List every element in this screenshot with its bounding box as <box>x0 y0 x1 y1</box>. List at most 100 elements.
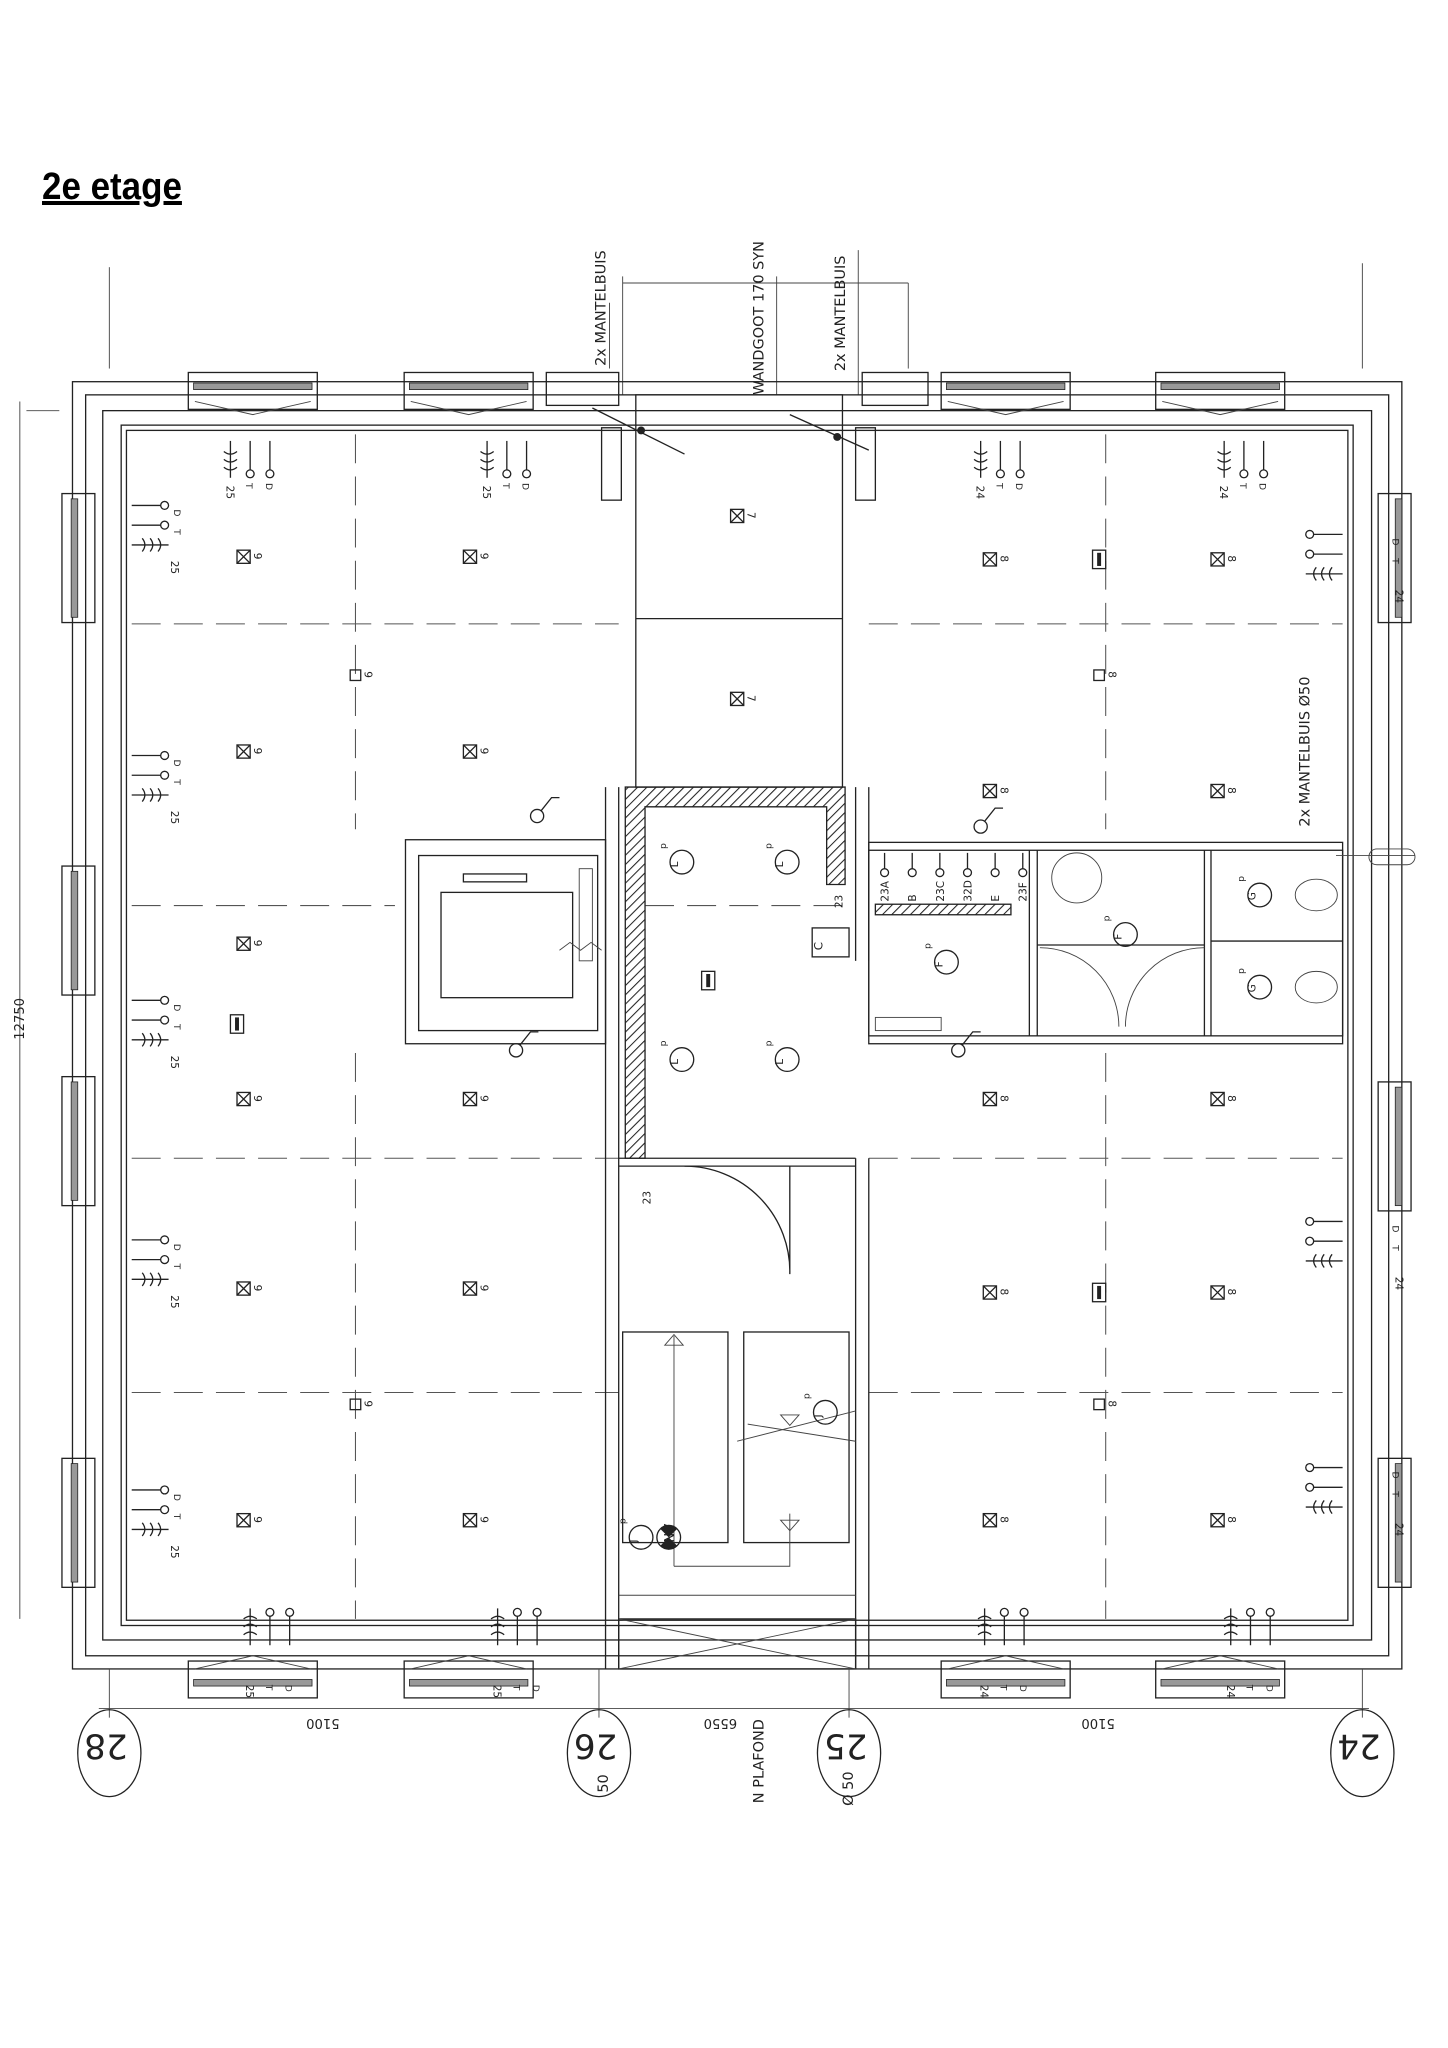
socket-icon <box>490 1608 505 1646</box>
window <box>61 1457 96 1588</box>
lamp-letter: L <box>669 1059 681 1065</box>
ceiling-light-icon: 9 <box>236 1512 263 1528</box>
ceiling-light-icon: 9 <box>236 744 263 759</box>
fixture-number: 9 <box>478 1285 490 1292</box>
outlet-group: 25 T D <box>131 1235 182 1309</box>
outlet-label: T <box>171 1513 182 1520</box>
socket-count: 24 <box>1217 486 1229 500</box>
junction-box-icon: 9 <box>349 1398 374 1411</box>
socket-count: 24 <box>1392 1523 1404 1537</box>
outlet-label: D <box>171 759 182 766</box>
kitchen-outlet-label: E <box>990 895 1002 902</box>
grid-axis-label: 25 <box>824 1726 868 1766</box>
socket-count: 25 <box>168 1295 180 1308</box>
fixture-number: 7 <box>745 695 757 702</box>
plafond-label: N PLAFOND <box>751 1719 767 1803</box>
light-switch-icon <box>529 796 560 824</box>
ceiling-light-icon: 9 <box>462 1512 490 1528</box>
window <box>940 1655 1071 1699</box>
window <box>61 492 96 624</box>
outlet-label: D <box>283 1685 294 1692</box>
shaft <box>545 371 929 788</box>
span-mid-dimension: 6550 <box>704 1715 737 1730</box>
outlet-label: T <box>1390 1490 1401 1497</box>
outlet-label: T <box>997 1684 1008 1691</box>
ceiling-light-icon: 8 <box>982 1285 1009 1300</box>
data-outlet-icon: D <box>131 995 182 1011</box>
wall-light-icon: Lp <box>763 1040 800 1073</box>
toilet-block <box>868 841 1416 1045</box>
fixture-number: 8 <box>997 1516 1009 1523</box>
outlet-label: D <box>171 1244 182 1251</box>
phone-outlet-icon: T <box>131 520 182 535</box>
socket-icon <box>131 787 169 802</box>
switch-label: p <box>763 1040 774 1046</box>
fixture-number: 8 <box>997 1289 1009 1296</box>
switch-label: p <box>1236 968 1247 974</box>
switch-label: p <box>1102 915 1113 921</box>
ceiling-light-icon: 8 <box>982 783 1009 799</box>
emergency-light-icon <box>700 970 716 991</box>
socket-icon <box>480 440 495 478</box>
fixture-number: 9 <box>478 748 490 755</box>
junction-box-icon: 8 <box>1093 669 1117 682</box>
fixture-number: 9 <box>362 1400 374 1407</box>
data-outlet-icon: D <box>131 1485 182 1501</box>
data-outlet-icon: D <box>520 440 532 490</box>
ceiling-light-icon: 9 <box>236 1091 263 1107</box>
data-outlet-icon: D <box>131 500 182 516</box>
data-outlet-icon: D <box>1017 1607 1029 1692</box>
box-label: C <box>812 942 826 950</box>
fixture-number: 9 <box>478 1516 490 1523</box>
data-outlet-icon: D <box>1305 529 1401 545</box>
window <box>61 865 96 996</box>
fixture-number: 9 <box>251 1285 263 1292</box>
span-left-dimension: 5100 <box>306 1715 339 1730</box>
fixture-number: 9 <box>478 1095 490 1102</box>
window <box>61 1075 96 1207</box>
nv-label: NV <box>663 1524 678 1543</box>
fixture-number: 9 <box>251 1516 263 1523</box>
staircase <box>618 1331 857 1670</box>
switch-label: p <box>658 1040 669 1046</box>
kitchen-outlet-label: 23A <box>880 880 892 901</box>
phone-outlet-icon: T <box>993 440 1006 489</box>
lamp-letter: F <box>1112 934 1124 940</box>
ceiling-light-icon: 8 <box>1210 552 1237 567</box>
fixture-number: 8 <box>997 1095 1009 1102</box>
outlet-label: T <box>171 1263 182 1270</box>
phone-outlet-icon: T <box>131 1254 182 1270</box>
phone-outlet-icon: T <box>1305 1482 1401 1497</box>
switch-label: p <box>617 1518 628 1524</box>
grid-axis-bubble: 24 <box>1330 1709 1395 1798</box>
outlet-label: T <box>171 1023 182 1030</box>
phone-outlet-icon: T <box>131 770 182 785</box>
outlet-label: D <box>171 1004 182 1011</box>
outlet-label: T <box>243 482 254 489</box>
span-right-dimension: 5100 <box>1081 1715 1114 1730</box>
ceiling-light-icon: 8 <box>1210 1285 1237 1300</box>
kitchen-outlet: B <box>907 852 919 902</box>
grid-axis-label: 24 <box>1337 1726 1381 1766</box>
window <box>187 371 318 416</box>
kitchen-outlet: 32D <box>962 852 974 902</box>
socket-icon <box>243 1608 258 1646</box>
outlet-label: T <box>263 1684 274 1691</box>
fixture-number: 8 <box>997 555 1009 562</box>
fixture-number: 9 <box>362 671 374 678</box>
outlet-label: T <box>1244 1684 1255 1691</box>
fixture-number: 8 <box>997 787 1009 794</box>
ceiling-light-icon: 8 <box>1210 1512 1237 1528</box>
window <box>1377 1457 1412 1588</box>
lamp-letter: G <box>1247 984 1259 992</box>
lamp-letter: J <box>628 1539 640 1543</box>
outlet-label: T <box>510 1684 521 1691</box>
